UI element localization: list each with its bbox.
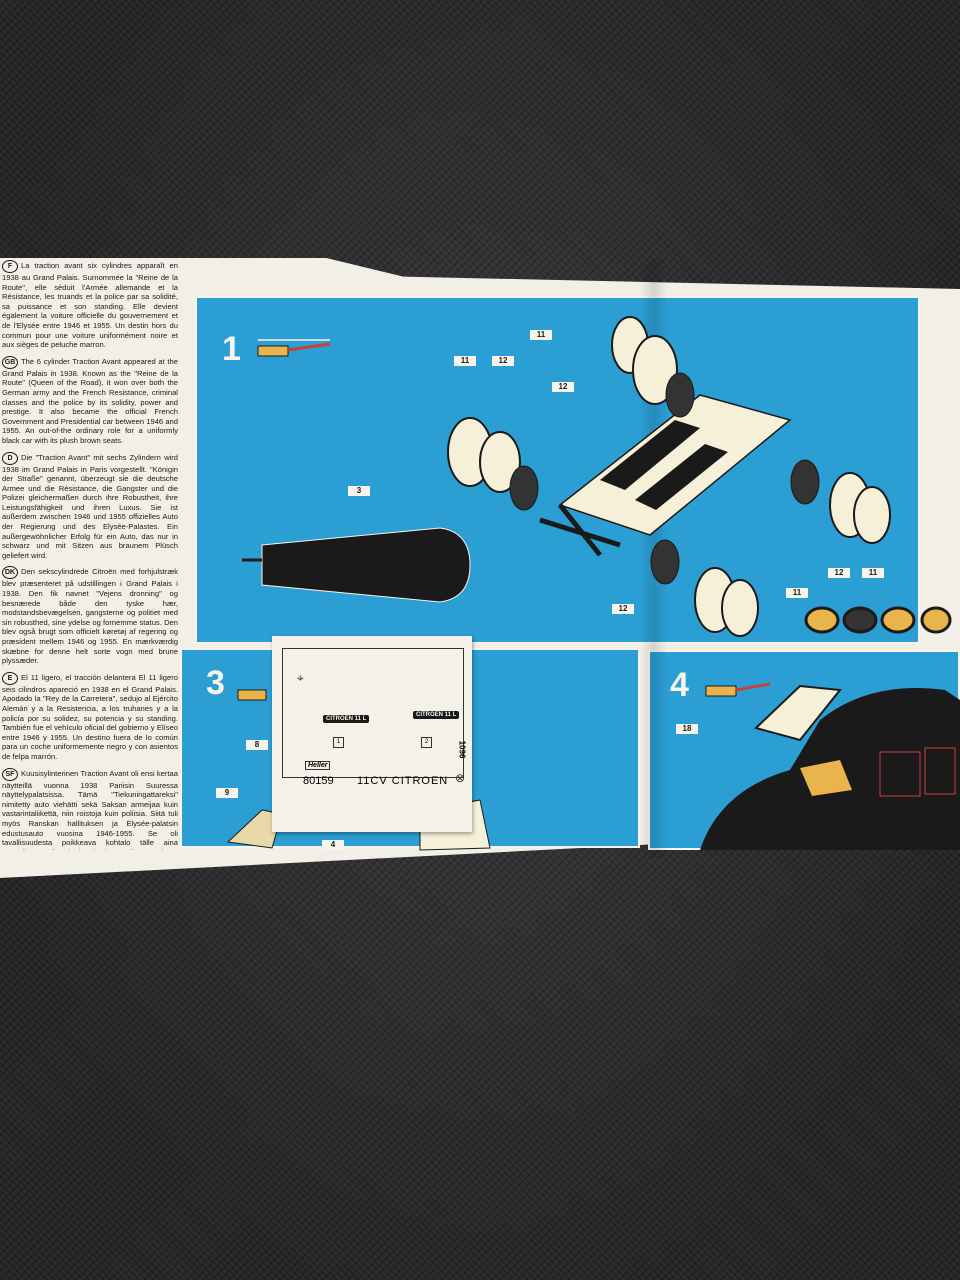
paint-brush-icon — [237, 689, 267, 701]
decal-plate-2: CITROEN 11 L — [413, 711, 460, 719]
part-callout: 11 — [786, 588, 808, 598]
part-callout: 11 — [454, 356, 476, 366]
paint-brush-icon — [257, 339, 331, 357]
lang-text-d: Die "Traction Avant" mit sechs Zylindern… — [2, 452, 178, 560]
step-number-4: 4 — [670, 666, 689, 704]
decal-number-1: 1 — [333, 737, 344, 748]
part-callout: 18 — [676, 724, 698, 734]
part-callout: 3 — [348, 486, 370, 496]
car-body-illustration — [242, 527, 471, 603]
part-callout: 12 — [612, 604, 634, 614]
paint-brush-icon — [705, 682, 771, 697]
part-callout: 12 — [492, 356, 514, 366]
decal-side-code: 1096 — [457, 740, 467, 759]
part-callout: 12 — [828, 568, 850, 578]
decal-sheet: ⌖ CITROEN 11 L CITROEN 11 L 1 2 Heller 8… — [272, 636, 472, 832]
lang-text-dk: Den sekscylindrede Citroën med forhjulst… — [2, 567, 178, 666]
decal-border: ⌖ CITROEN 11 L CITROEN 11 L 1 2 Heller 8… — [282, 648, 467, 787]
chassis-illustration — [539, 394, 792, 557]
part-callout: 11 — [530, 330, 552, 340]
lang-text-f: La traction avant six cylindres apparaît… — [2, 261, 178, 350]
part-callout: 4 — [322, 840, 344, 850]
lang-text-e: El 11 ligero, el tracción delantera El 1… — [2, 672, 178, 761]
kit-code: 80159 — [303, 775, 334, 787]
registration-mark-icon: ⊗ — [455, 771, 466, 785]
part-callout: 11 — [862, 568, 884, 578]
kit-model-name: 11CV CITROEN — [357, 775, 449, 787]
part-callout: 8 — [246, 740, 268, 750]
wheel-illustration — [447, 316, 891, 637]
tire-illustration — [804, 606, 952, 634]
part-callout: 12 — [552, 382, 574, 392]
step-number-3: 3 — [206, 664, 225, 702]
step-number-1: 1 — [222, 330, 241, 368]
decal-plate-1: CITROEN 11 L — [323, 715, 370, 723]
brand-logo: Heller — [305, 761, 331, 770]
car-illustration — [700, 684, 960, 850]
part-callout: 9 — [216, 788, 238, 798]
decal-number-2: 2 — [421, 737, 432, 748]
lang-text-gb: The 6 cylinder Traction Avant appeared a… — [2, 356, 178, 445]
lang-text-sf: Kuusisylinterinen Traction Avant oli ens… — [2, 768, 178, 850]
crosshair-icon: ⌖ — [297, 671, 304, 685]
